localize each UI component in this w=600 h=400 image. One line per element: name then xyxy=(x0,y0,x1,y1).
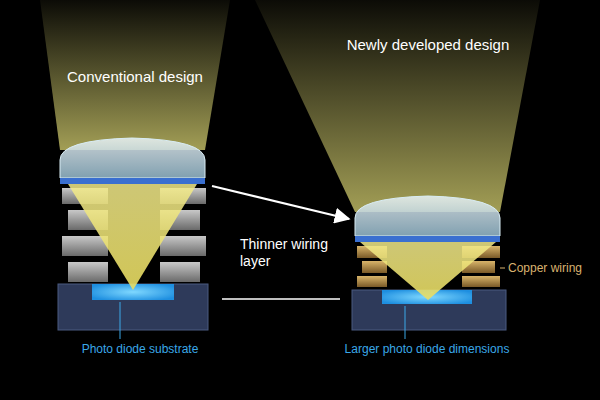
light-cone xyxy=(360,242,496,300)
wiring-block xyxy=(160,236,206,256)
color-filter xyxy=(355,236,500,242)
level-line xyxy=(222,298,340,300)
column-heading: Conventional design xyxy=(67,68,203,86)
substrate xyxy=(58,284,208,330)
comparison-arrow xyxy=(212,186,349,219)
layer-note: Thinner wiring layer xyxy=(240,236,340,270)
part-label: Copper wiring xyxy=(508,261,582,275)
color-filter xyxy=(60,178,205,184)
column-heading: Newly developed design xyxy=(347,36,510,54)
part-label: Photo diode substrate xyxy=(82,342,199,356)
light-cone xyxy=(255,0,540,212)
wiring-block xyxy=(68,262,108,282)
part-label: Larger photo diode dimensions xyxy=(345,342,510,356)
wiring-block xyxy=(62,236,108,256)
copper-block xyxy=(362,261,387,273)
micro-lens xyxy=(355,196,500,236)
light-cone xyxy=(68,184,197,290)
copper-block xyxy=(357,276,387,287)
leader-line xyxy=(120,302,121,339)
copper-block xyxy=(462,276,500,287)
leader-line xyxy=(500,268,505,269)
leader-line xyxy=(405,306,406,339)
micro-lens xyxy=(60,138,205,178)
light-cone xyxy=(40,0,230,150)
wiring-block xyxy=(160,262,200,282)
